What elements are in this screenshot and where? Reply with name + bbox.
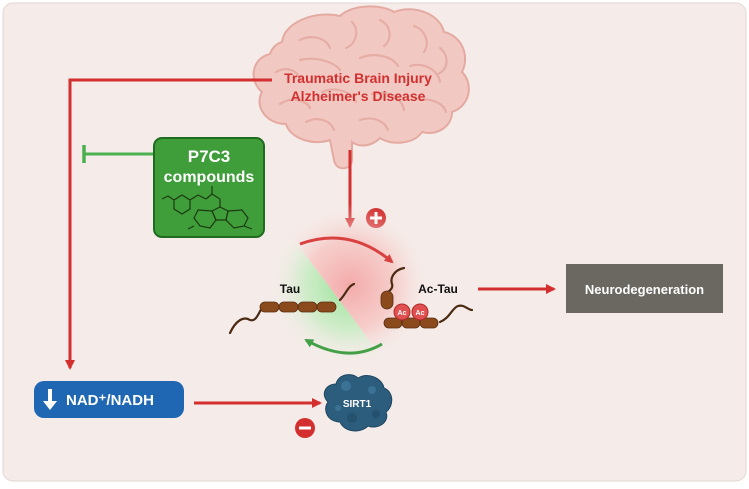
- tau-protein: [228, 282, 356, 335]
- arrow-trigger-to-nad: [65, 78, 272, 370]
- acetyl-badge: Ac: [393, 303, 411, 321]
- svg-text:Ac: Ac: [398, 310, 407, 317]
- ac-tau-label: Ac-Tau: [418, 282, 458, 296]
- tau-label: Tau: [280, 282, 300, 296]
- svg-text:Ac: Ac: [416, 310, 425, 317]
- brain-icon: [252, 5, 470, 170]
- minus-sign: [295, 418, 315, 438]
- p7c3-label-line1: P7C3: [188, 147, 231, 166]
- nad-label: NAD⁺/NADH: [66, 392, 154, 409]
- deacetylation-arrow: [304, 338, 383, 355]
- sirt1-label: SIRT1: [343, 399, 372, 410]
- p7c3-label-line2: compounds: [164, 169, 255, 186]
- down-arrow-icon: [43, 389, 57, 410]
- neurodegeneration-label: Neurodegeneration: [585, 282, 704, 297]
- molecule-structure-icon: [161, 186, 253, 230]
- acetylation-arrow: [299, 236, 394, 264]
- neurodegeneration-box: [566, 264, 723, 313]
- trigger-line2: Alzheimer's Disease: [291, 88, 426, 104]
- p7c3-box: [153, 137, 265, 238]
- trigger-line1: Traumatic Brain Injury: [284, 70, 432, 86]
- nad-box: [34, 381, 184, 418]
- ac-tau-protein: [380, 266, 474, 329]
- acetyl-badge: Ac: [411, 303, 429, 321]
- sirt1-protein-icon: [323, 374, 393, 432]
